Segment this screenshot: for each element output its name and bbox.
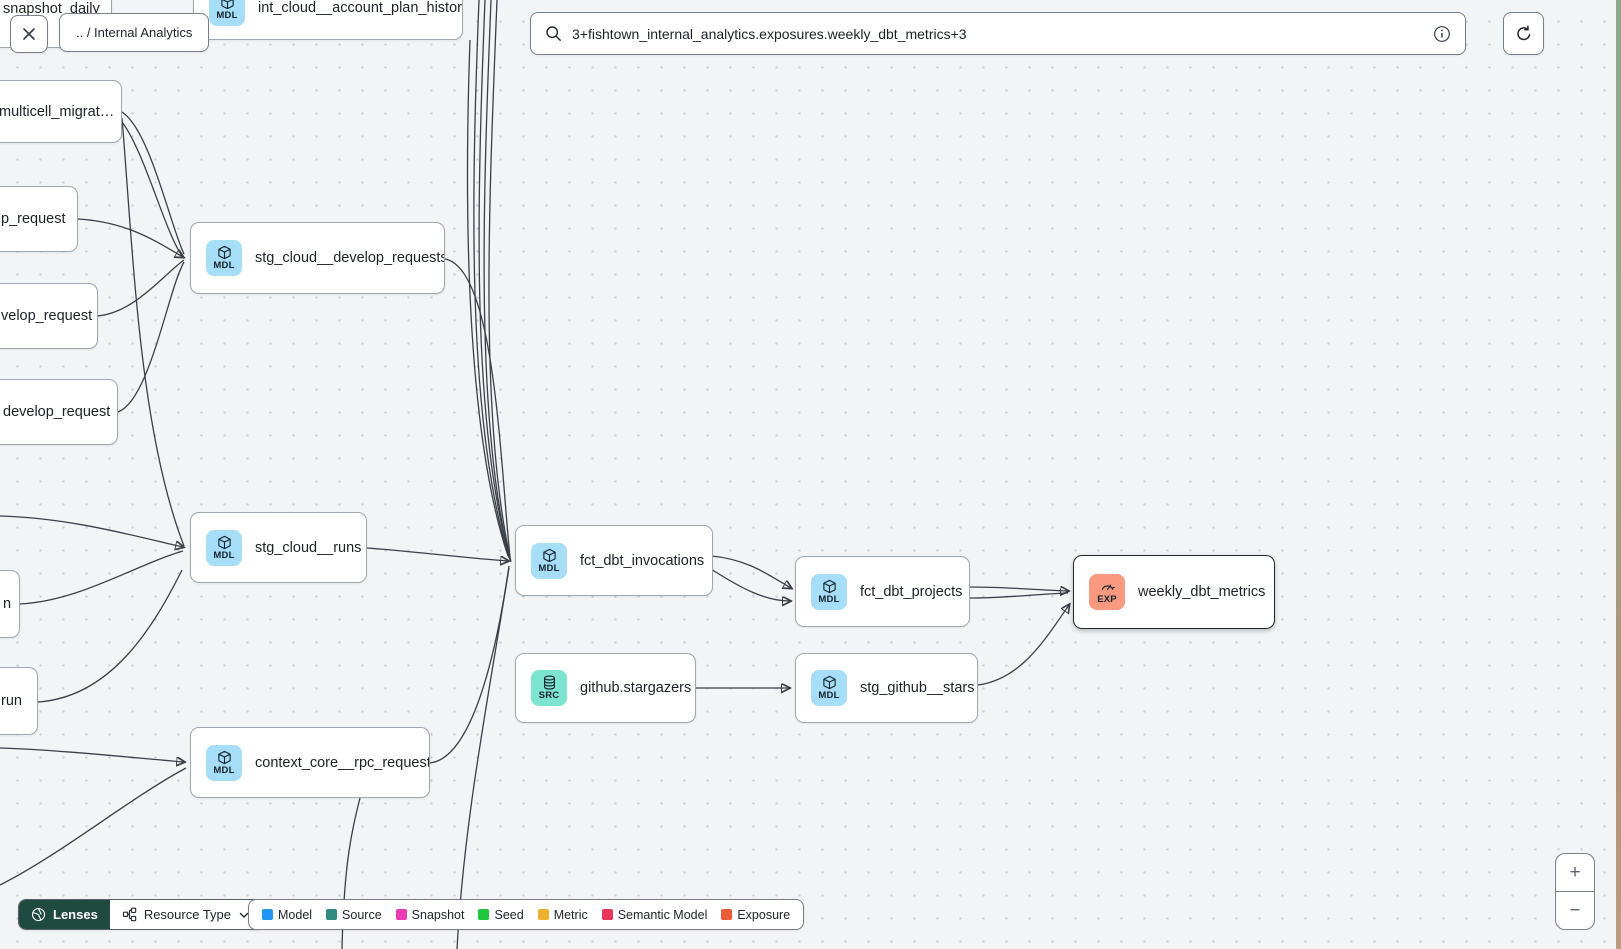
desktop-edge-sliver <box>1616 0 1621 949</box>
node-label: fct_dbt_invocations <box>580 552 705 569</box>
gauge-icon <box>1101 584 1115 591</box>
node-multicell-migrat[interactable]: multicell_migrat… <box>0 80 122 143</box>
node-context-core-rpc-request[interactable]: MDL context_core__rpc_request <box>190 727 430 798</box>
node-label: stg_cloud__develop_requests <box>255 250 445 266</box>
node-n-partial[interactable]: n <box>0 570 20 638</box>
refresh-button[interactable] <box>1503 12 1544 55</box>
legend-item: Metric <box>537 908 588 922</box>
lineage-search[interactable] <box>530 12 1466 55</box>
node-fct-dbt-invocations[interactable]: MDL fct_dbt_invocations <box>515 525 713 596</box>
source-badge: SRC <box>531 670 567 706</box>
exposure-badge: EXP <box>1089 574 1125 610</box>
cube-icon <box>542 548 556 562</box>
cube-icon <box>220 0 234 10</box>
close-icon <box>23 28 35 40</box>
node-label: run <box>1 693 22 709</box>
legend-swatch <box>395 909 407 920</box>
node-stg-github-stars[interactable]: MDL stg_github__stars <box>795 653 978 723</box>
node-fct-dbt-projects[interactable]: MDL fct_dbt_projects <box>795 556 970 627</box>
node-label: fct_dbt_projects <box>860 583 963 600</box>
node-label: n <box>3 596 12 612</box>
legend-swatch <box>537 909 549 920</box>
refresh-icon <box>1516 25 1530 40</box>
model-badge: MDL <box>206 529 242 566</box>
legend-swatch <box>601 909 613 920</box>
legend-item: Snapshot <box>395 908 464 922</box>
node-int-cloud-account-plan-history[interactable]: MDL int_cloud__account_plan_history <box>193 0 463 40</box>
node-label: multicell_migrat… <box>0 103 115 120</box>
node-weekly-dbt-metrics[interactable]: EXP weekly_dbt_metrics <box>1073 555 1275 629</box>
lens-icon <box>31 907 46 922</box>
node-stg-cloud-develop-requests[interactable]: MDL stg_cloud__develop_requests <box>190 222 445 294</box>
info-icon[interactable] <box>1433 25 1451 43</box>
legend-item: Seed <box>478 908 524 922</box>
cube-icon <box>822 579 836 593</box>
resource-type-dropdown[interactable]: Resource Type <box>109 900 263 929</box>
model-badge: MDL <box>811 670 847 706</box>
lenses-button[interactable]: Lenses <box>19 900 110 929</box>
resource-type-icon <box>122 907 137 922</box>
legend-item: Source <box>326 908 382 922</box>
cube-icon <box>217 750 231 764</box>
legend-item: Model <box>262 908 312 922</box>
search-input[interactable] <box>572 25 1423 42</box>
node-run-partial[interactable]: run <box>0 667 38 735</box>
model-badge: MDL <box>206 240 242 276</box>
legend-item: Semantic Model <box>601 908 707 922</box>
node-label: velop_request <box>1 308 93 324</box>
legend-swatch <box>721 909 733 920</box>
legend-item: Exposure <box>721 908 790 922</box>
node-label: stg_cloud__runs <box>255 539 362 556</box>
model-badge: MDL <box>811 573 847 610</box>
legend-swatch <box>326 909 338 920</box>
node-p-request[interactable]: p_request <box>0 186 78 252</box>
legend-swatch <box>262 909 273 920</box>
node-label: github.stargazers <box>580 680 692 696</box>
model-badge: MDL <box>209 0 245 26</box>
node-develop-request[interactable]: develop_request <box>0 379 118 445</box>
resource-type-legend: Model Source Snapshot Seed Metric Semant… <box>248 899 805 930</box>
node-label: context_core__rpc_request <box>255 754 430 771</box>
zoom-controls: + − <box>1555 853 1595 930</box>
chevron-down-icon <box>239 912 249 918</box>
node-label: stg_github__stars <box>860 680 975 696</box>
database-icon <box>543 675 555 690</box>
node-stg-cloud-runs[interactable]: MDL stg_cloud__runs <box>190 512 367 583</box>
cube-icon <box>217 535 231 549</box>
cube-icon <box>822 676 836 690</box>
node-velop-request[interactable]: velop_request <box>0 283 98 349</box>
breadcrumb[interactable]: .. / Internal Analytics <box>59 13 210 52</box>
node-github-stargazers[interactable]: SRC github.stargazers <box>515 653 696 723</box>
node-label: develop_request <box>3 404 111 420</box>
close-button[interactable] <box>10 15 48 53</box>
legend-swatch <box>478 909 490 920</box>
node-label: p_request <box>1 211 66 227</box>
model-badge: MDL <box>531 542 567 579</box>
search-icon <box>546 26 561 41</box>
lenses-toolbar: Lenses Resource Type <box>18 899 264 930</box>
node-label: weekly_dbt_metrics <box>1138 584 1266 600</box>
zoom-in-button[interactable]: + <box>1556 854 1594 892</box>
zoom-out-button[interactable]: − <box>1569 899 1581 921</box>
cube-icon <box>217 246 231 260</box>
model-badge: MDL <box>206 744 242 781</box>
node-label: int_cloud__account_plan_history <box>258 0 463 16</box>
